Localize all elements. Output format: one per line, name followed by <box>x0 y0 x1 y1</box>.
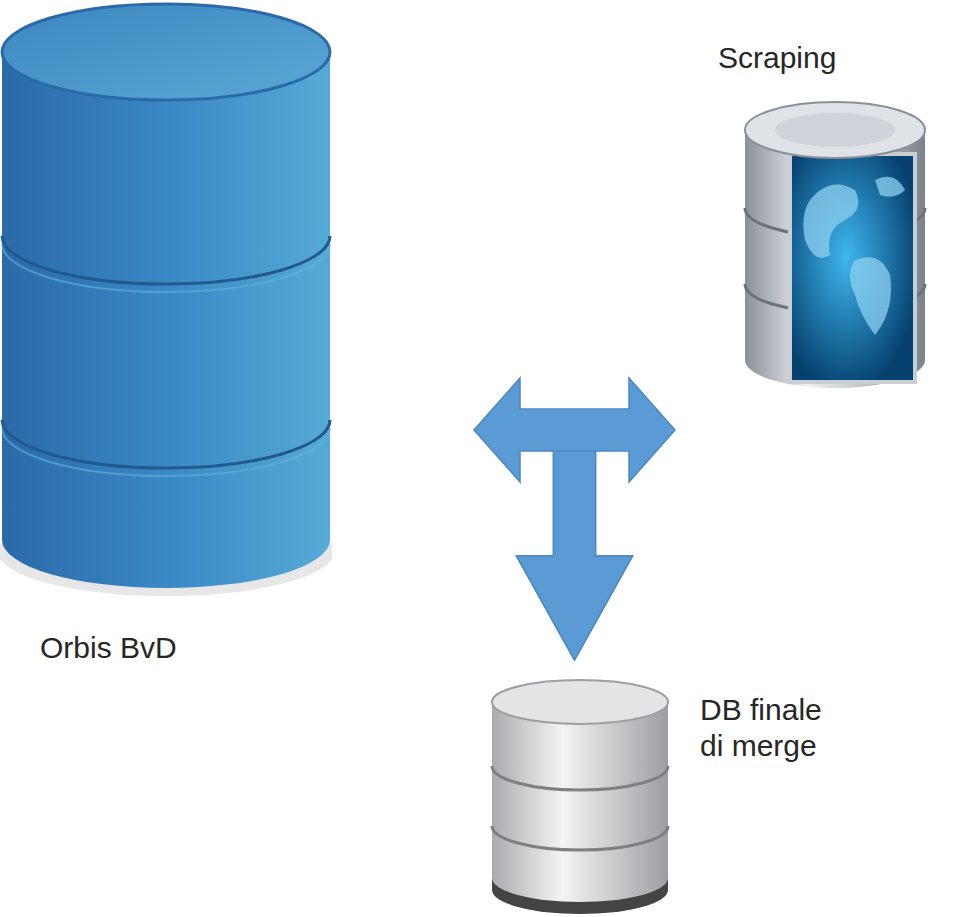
block-arrow <box>517 430 633 660</box>
node-label: Orbis BvD <box>40 630 300 666</box>
web-database-icon: Scraping <box>715 40 950 410</box>
database-illustration <box>485 678 675 917</box>
block-arrow <box>474 378 675 482</box>
node-label: Scraping <box>718 40 918 76</box>
block-arrow <box>517 430 633 660</box>
database-cylinder: DB finale di merge <box>485 678 885 917</box>
database-illustration <box>0 0 332 600</box>
database-illustration <box>735 90 935 410</box>
database-cylinder: Orbis BvD <box>0 0 332 690</box>
node-label: DB finale di merge <box>700 692 850 764</box>
